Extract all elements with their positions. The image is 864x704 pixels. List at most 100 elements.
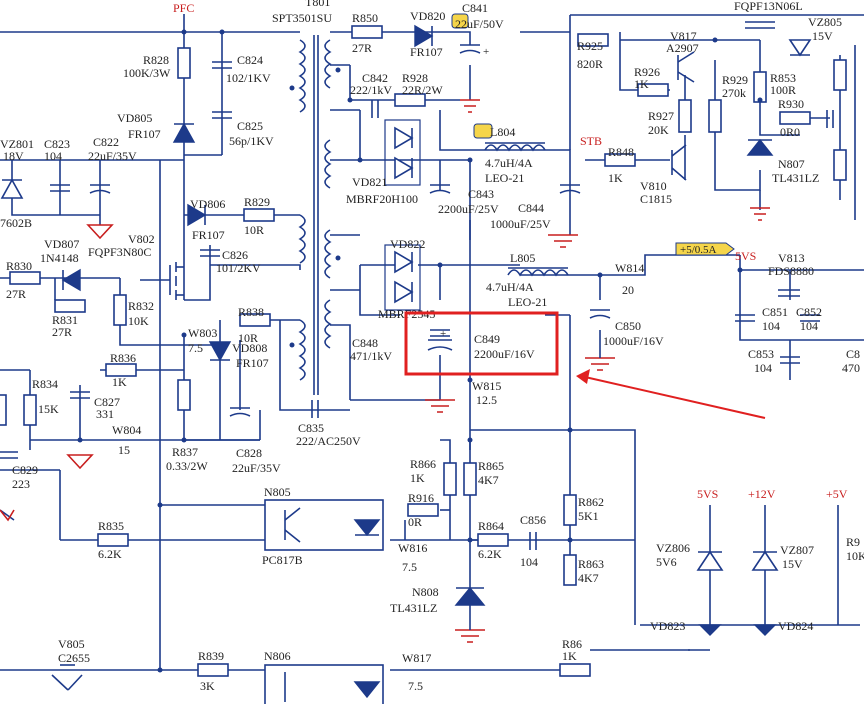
c856-val: 104	[520, 555, 538, 569]
l805-ref: L805	[510, 251, 535, 265]
svg-text:+: +	[483, 46, 489, 58]
w814-ref: W814	[615, 261, 644, 275]
c825-ref: C825	[237, 119, 263, 133]
grounds	[0, 99, 770, 643]
v802-val: FQPF3N80C	[88, 245, 151, 259]
power-labels: PFC STB 5VS 5VS +12V +5V	[173, 1, 848, 501]
r9x-right2-body	[833, 149, 847, 181]
r866-body	[443, 462, 457, 496]
net-tag-label: +5/0.5A	[680, 244, 717, 256]
vd805-val: FR107	[128, 127, 161, 141]
r835-body	[97, 533, 129, 547]
vz805-val: 15V	[812, 29, 833, 43]
r828-body	[177, 47, 191, 79]
r927-ref: R927	[648, 109, 674, 123]
l804-val: 4.7uH/4A	[485, 156, 533, 170]
r865-ref: R865	[478, 459, 504, 473]
r927-body	[678, 99, 692, 133]
r830-body	[9, 271, 41, 285]
c823-val: 104	[44, 149, 62, 163]
diodes	[0, 24, 812, 636]
r850-val: 27R	[352, 41, 372, 55]
r86x-ref: R86	[562, 637, 582, 651]
r927-val: 20K	[648, 123, 669, 137]
w804-val: 15	[118, 443, 130, 457]
n805-box	[264, 499, 384, 551]
v805-val: C2655	[58, 651, 90, 665]
5vs-label-b: 5VS	[697, 487, 718, 501]
w804-ref: W804	[112, 423, 141, 437]
c853-val: 104	[754, 361, 772, 375]
r838-body	[239, 313, 271, 327]
r836-body	[105, 363, 137, 377]
vz806-ref: VZ806	[656, 541, 690, 555]
r916-val: 0R	[408, 515, 422, 529]
r864-val: 6.2K	[478, 547, 502, 561]
w816-ref: W816	[398, 541, 427, 555]
r9x-ref: R9	[846, 535, 860, 549]
c850-ref: C850	[615, 319, 641, 333]
c822-ref: C822	[93, 135, 119, 149]
net-tag-l804	[473, 123, 493, 139]
vd822-ref: VD822	[390, 237, 425, 251]
c827-ref: C827	[94, 395, 120, 409]
r926-ref: R926	[634, 65, 660, 79]
vd806-val: FR107	[192, 228, 225, 242]
c851-ref: C851	[762, 305, 788, 319]
v810-ref: V810	[640, 179, 667, 193]
c841-ref: C841	[462, 1, 488, 15]
v813-ref: V813	[778, 251, 805, 265]
w803-ref: W803	[188, 326, 217, 340]
n806-ref: N806	[264, 649, 291, 663]
c841-val: 22uF/50V	[455, 17, 504, 31]
c849-ref: C849	[474, 332, 500, 346]
inductors	[484, 142, 569, 277]
r848-body	[604, 153, 636, 167]
c824-val: 102/1KV	[226, 71, 271, 85]
c844-val: 1000uF/25V	[490, 217, 551, 231]
r916-ref: R916	[408, 491, 434, 505]
c850-val: 1000uF/16V	[603, 334, 664, 348]
c828-val: 22uF/35V	[232, 461, 281, 475]
v813-val: FDS8880	[768, 264, 814, 278]
vd820-val: FR107	[410, 45, 443, 59]
r929-body	[708, 99, 722, 133]
r9x-val: 10K	[846, 549, 864, 563]
r837-body	[177, 379, 191, 411]
n807-ref: N807	[778, 157, 805, 171]
v810-val: C1815	[640, 192, 672, 206]
vz801-val: 18V	[3, 149, 24, 163]
highlight-arrow-line	[584, 376, 766, 419]
w814-val: 20	[622, 283, 634, 297]
vz807-val: 15V	[782, 557, 803, 571]
c844-ref: C844	[518, 201, 544, 215]
highlight-arrow-head	[576, 369, 590, 384]
c828-ref: C828	[236, 446, 262, 460]
c848-val: 471/1kV	[350, 349, 392, 363]
r928-val: 22R/2W	[402, 83, 443, 97]
c829-ref: C829	[12, 463, 38, 477]
w817-ref: W817	[402, 651, 431, 665]
vd808-val: FR107	[236, 356, 269, 370]
c829-val: 223	[12, 477, 30, 491]
vz801-ref: VZ801	[0, 137, 34, 151]
w803-val: 7.5	[188, 341, 203, 355]
n808-ref: N808	[412, 585, 439, 599]
r839-body	[197, 663, 229, 677]
r836-ref: R836	[110, 351, 136, 365]
r830-val: 27R	[6, 287, 26, 301]
r86x-val: 1K	[562, 649, 577, 663]
vd820-ref: VD820	[410, 9, 445, 23]
transformer-t801	[289, 35, 341, 395]
t801-part: SPT3501SU	[272, 11, 332, 25]
r864-ref: R864	[478, 519, 504, 533]
r928-ref: R928	[402, 71, 428, 85]
resistors	[0, 25, 847, 677]
r863-body	[563, 554, 577, 586]
r926-body	[637, 83, 669, 97]
c835-val: 222/AC250V	[296, 434, 361, 448]
r848-ref: R848	[608, 145, 634, 159]
c85x-val: 470	[842, 361, 860, 375]
n806-box	[264, 664, 384, 704]
c853-ref: C853	[748, 347, 774, 361]
